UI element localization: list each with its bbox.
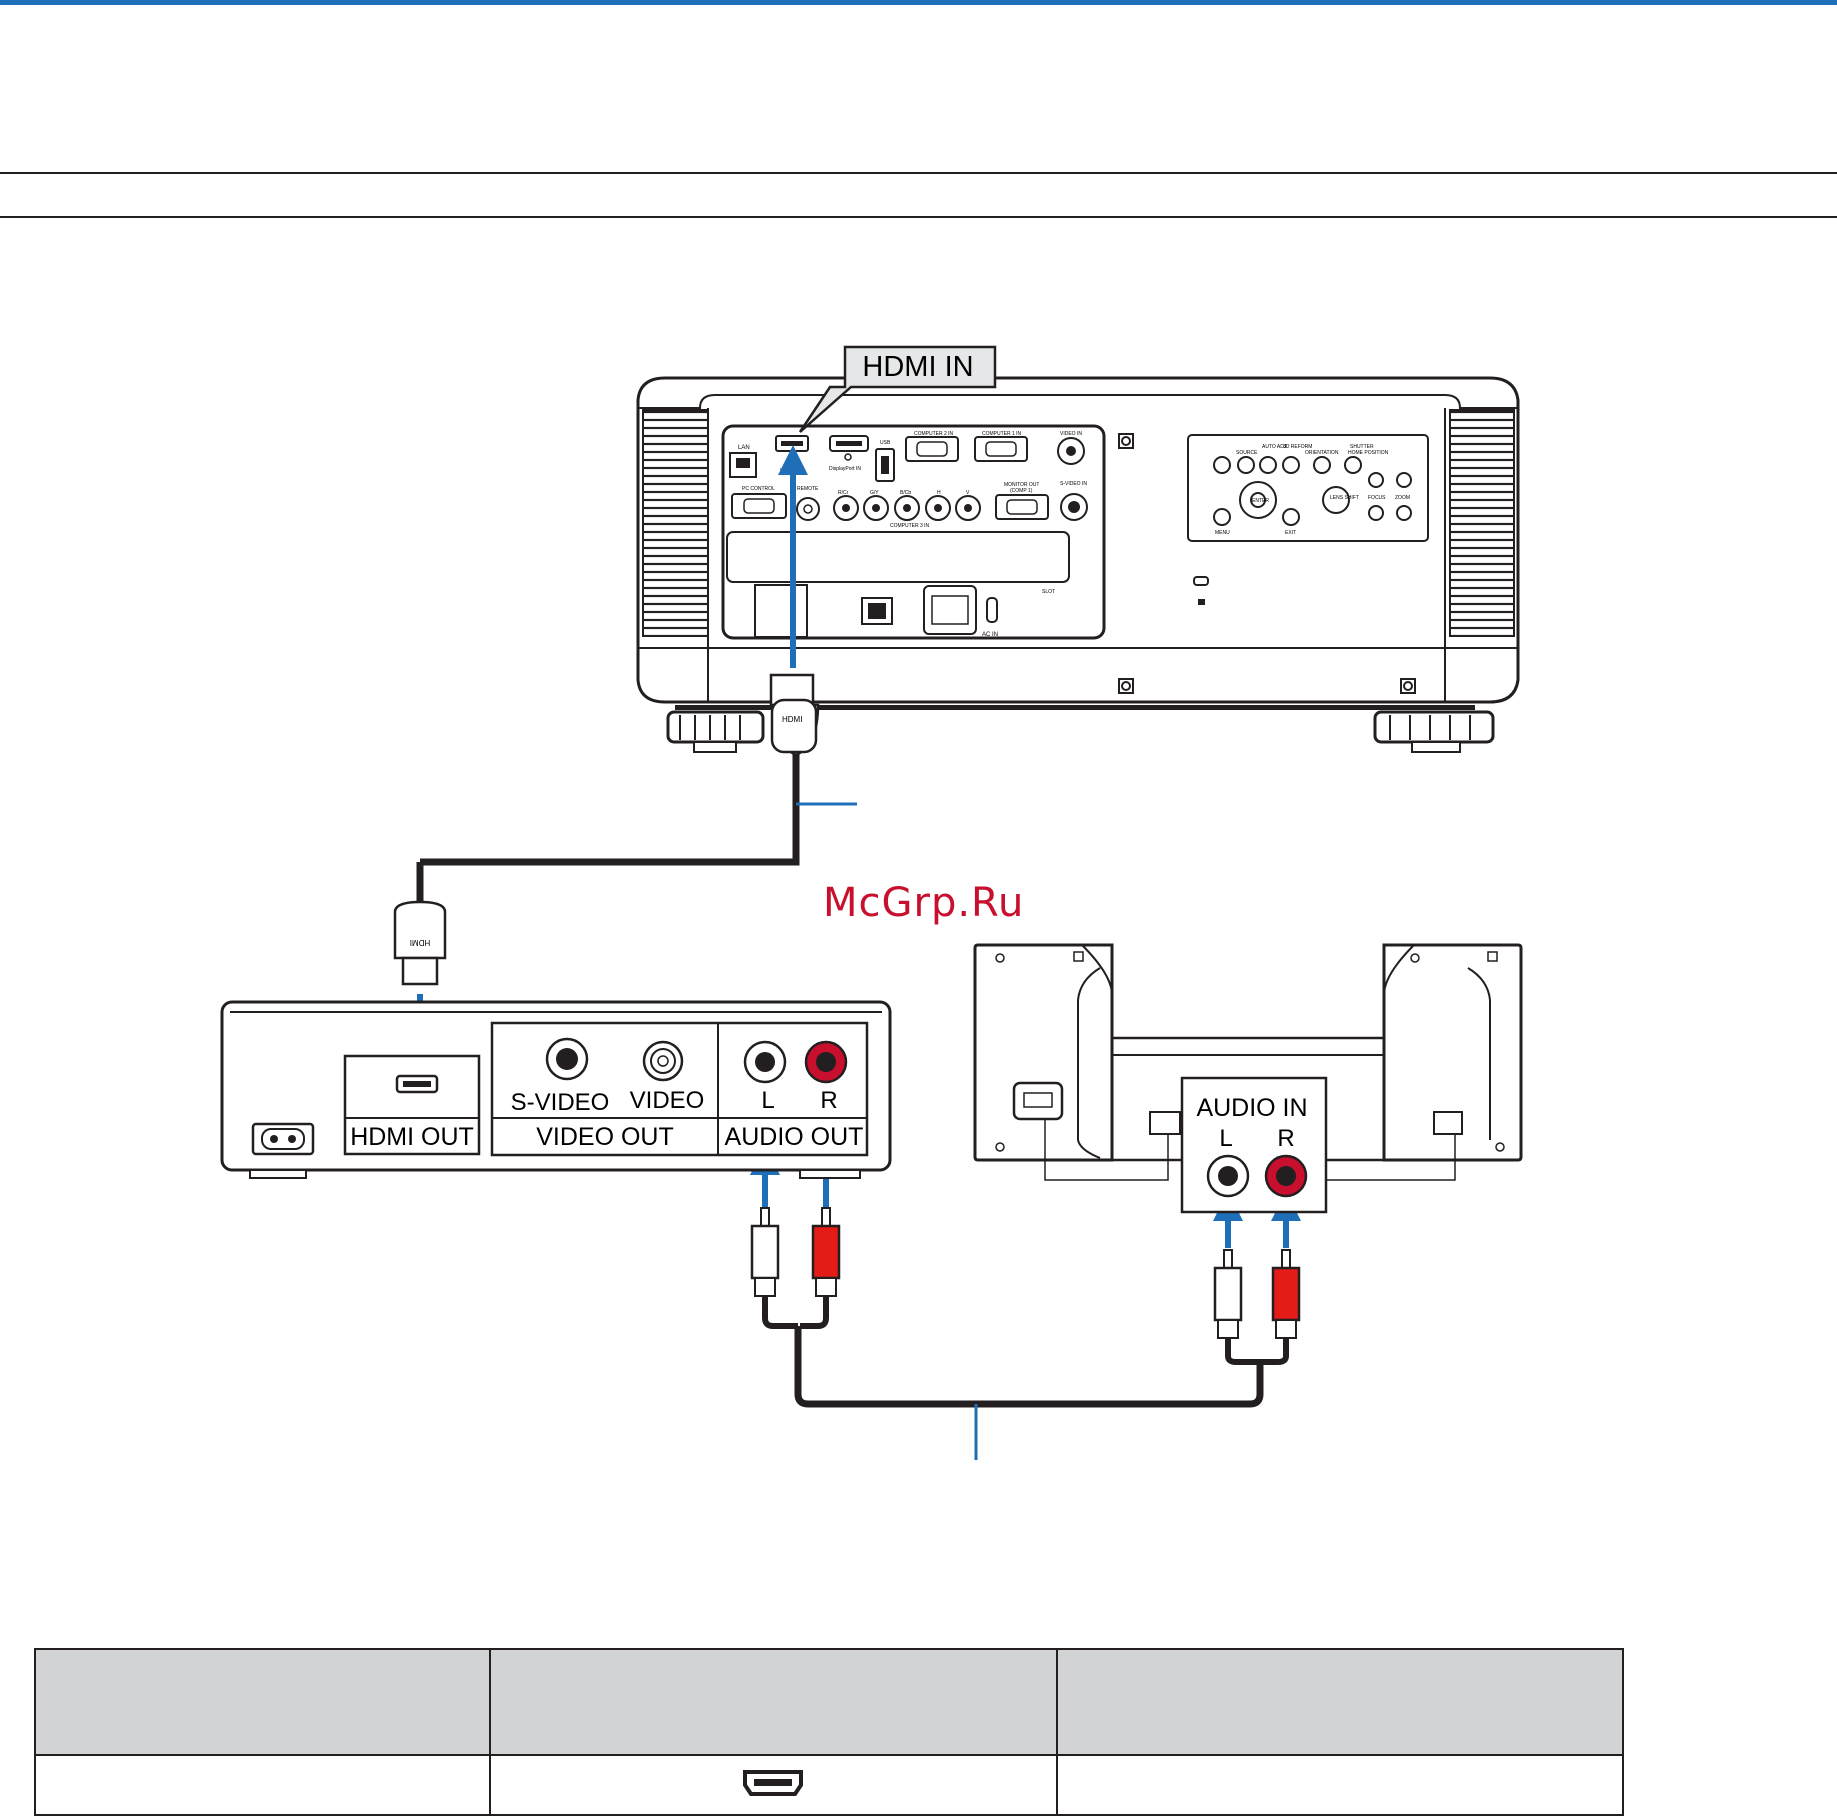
speaker-right xyxy=(1382,943,1523,1162)
svg-text:L: L xyxy=(761,1087,774,1114)
svg-text:SOURCE: SOURCE xyxy=(1236,450,1258,456)
table-cell xyxy=(1055,1754,1625,1816)
svg-text:FOCUS: FOCUS xyxy=(1368,495,1386,501)
svg-text:DisplayPort IN: DisplayPort IN xyxy=(829,466,861,472)
svg-text:H: H xyxy=(937,490,941,496)
header-rule-top xyxy=(0,172,1837,174)
hdmi-port-icon xyxy=(743,1769,804,1796)
speaker-left xyxy=(973,943,1114,1162)
rca-plug-speaker-r xyxy=(1271,1249,1301,1339)
svg-text:SLOT: SLOT xyxy=(1042,589,1055,595)
left-vent xyxy=(642,409,709,637)
svg-text:G/Y: G/Y xyxy=(870,490,879,496)
option-slot xyxy=(726,531,1070,583)
svg-text:HDMI IN: HDMI IN xyxy=(780,468,800,474)
svg-text:SHUTTER: SHUTTER xyxy=(1350,444,1374,450)
connector-panel: LAN HDMI IN DisplayPort IN USB COMPUTER … xyxy=(721,424,1106,640)
svg-text:COMPUTER 1 IN: COMPUTER 1 IN xyxy=(982,431,1022,437)
svg-text:EXIT: EXIT xyxy=(1285,530,1296,536)
projector-foot-right xyxy=(1373,710,1495,753)
rca-plug-player-l xyxy=(750,1207,780,1297)
table-row xyxy=(34,1754,1625,1816)
audio-cable xyxy=(750,1207,1301,1460)
top-accent-bar xyxy=(0,0,1837,5)
table-cell xyxy=(488,1754,1058,1816)
svg-text:MONITOR OUT: MONITOR OUT xyxy=(1004,482,1039,488)
svg-text:S-VIDEO IN: S-VIDEO IN xyxy=(1060,481,1087,487)
hdmi-in-callout: HDMI IN xyxy=(798,345,997,433)
svg-text:HDMI IN: HDMI IN xyxy=(862,351,973,383)
svg-text:HOME POSITION: HOME POSITION xyxy=(1348,450,1389,456)
svg-text:HDMI: HDMI xyxy=(782,715,802,724)
svg-text:AUDIO IN: AUDIO IN xyxy=(1196,1094,1307,1122)
speaker-right-terminal xyxy=(1433,1111,1463,1135)
svg-text:AC IN: AC IN xyxy=(982,632,998,638)
svg-text:ZOOM: ZOOM xyxy=(1395,495,1410,501)
svg-text:HDMI OUT: HDMI OUT xyxy=(350,1123,474,1151)
svg-text:AUDIO OUT: AUDIO OUT xyxy=(725,1123,864,1151)
projector-foot-left xyxy=(666,710,765,753)
header-rule-bottom xyxy=(0,216,1837,218)
svg-text:LENS SHIFT: LENS SHIFT xyxy=(1330,495,1359,501)
svg-text:USB: USB xyxy=(880,440,891,446)
svg-text:AUTO ADJ.: AUTO ADJ. xyxy=(1262,444,1288,450)
speakers: AUDIO IN L R xyxy=(973,943,1523,1214)
svg-text:S-VIDEO: S-VIDEO xyxy=(511,1089,610,1116)
watermark: McGrp.Ru xyxy=(823,880,1025,926)
right-vent xyxy=(1449,409,1515,637)
hdmi-plug-player: HDMI xyxy=(393,900,447,986)
svg-text:R: R xyxy=(820,1087,837,1114)
rca-plug-player-r xyxy=(811,1207,841,1297)
connection-diagram: LAN HDMI IN DisplayPort IN USB COMPUTER … xyxy=(220,345,1523,1460)
svg-text:3D REFORM: 3D REFORM xyxy=(1283,444,1312,450)
connection-table xyxy=(34,1648,1625,1816)
svg-text:ORIENTATION: ORIENTATION xyxy=(1305,450,1339,456)
lock-icon xyxy=(1198,599,1205,605)
svg-text:V: V xyxy=(966,490,970,496)
svg-text:VIDEO IN: VIDEO IN xyxy=(1060,431,1082,437)
svg-text:MENU: MENU xyxy=(1215,530,1230,536)
table-header-row xyxy=(34,1648,1625,1756)
svg-text:PC CONTROL: PC CONTROL xyxy=(742,486,775,492)
svg-text:COMPUTER 3 IN: COMPUTER 3 IN xyxy=(890,523,930,529)
svg-text:(COMP 1): (COMP 1) xyxy=(1010,488,1033,494)
svg-text:HDMI: HDMI xyxy=(410,938,430,947)
table-header-cell xyxy=(1055,1648,1625,1756)
svg-text:R: R xyxy=(1277,1125,1294,1152)
svg-text:L: L xyxy=(1219,1125,1232,1152)
svg-text:VIDEO: VIDEO xyxy=(630,1087,705,1114)
svg-text:B/Cb: B/Cb xyxy=(900,490,911,496)
av-player: HDMI OUT S-VIDEO VIDEO VIDEO OUT L R AUD… xyxy=(220,1000,892,1179)
svg-text:REMOTE: REMOTE xyxy=(797,486,819,492)
svg-text:R/Cr: R/Cr xyxy=(838,490,849,496)
hdmi-cable xyxy=(416,752,857,920)
svg-text:COMPUTER 2 IN: COMPUTER 2 IN xyxy=(914,431,954,437)
table-cell xyxy=(34,1754,491,1816)
status-indicator xyxy=(1193,576,1209,586)
hdmi-plug-projector: HDMI xyxy=(769,673,820,757)
svg-text:VIDEO OUT: VIDEO OUT xyxy=(536,1123,674,1151)
table-header-cell xyxy=(488,1648,1058,1756)
svg-text:LAN: LAN xyxy=(738,445,750,451)
projector: LAN HDMI IN DisplayPort IN USB COMPUTER … xyxy=(636,376,1520,753)
svg-text:ENTER: ENTER xyxy=(1252,498,1269,504)
rca-plug-speaker-l xyxy=(1213,1249,1243,1339)
projector-control-panel: SOURCE AUTO ADJ. 3D REFORM ORIENTATION S… xyxy=(1187,434,1429,605)
table-header-cell xyxy=(34,1648,491,1756)
